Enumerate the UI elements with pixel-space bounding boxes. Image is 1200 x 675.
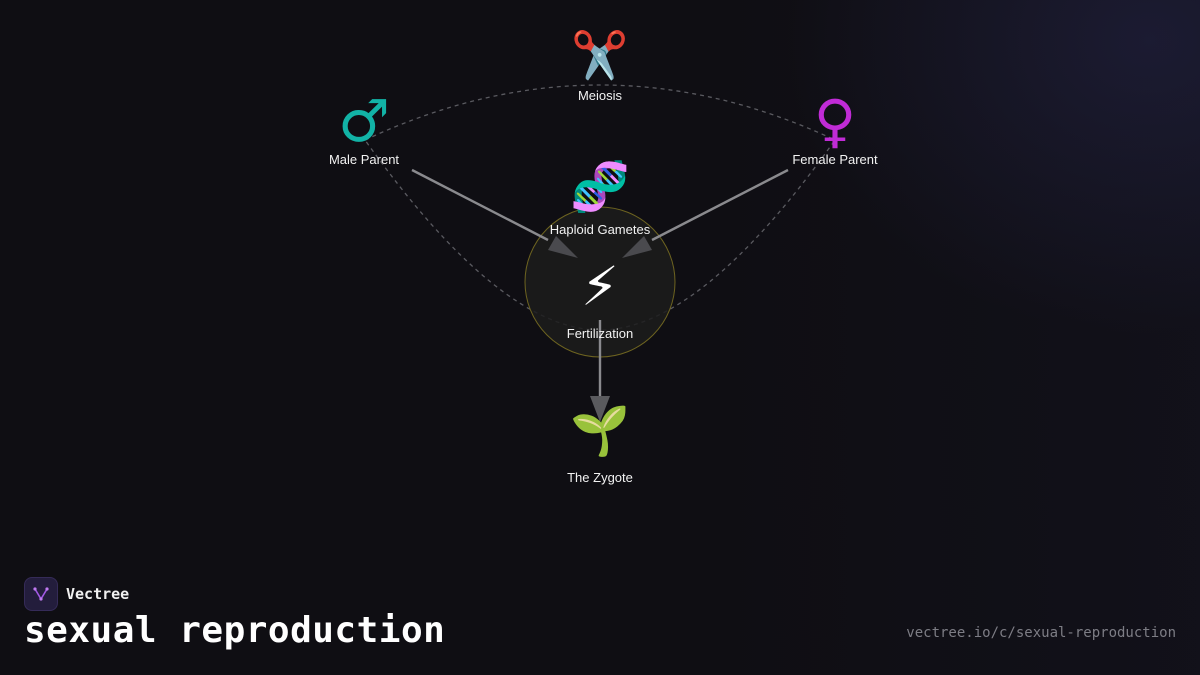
node-male-parent: ♂ Male Parent [264, 92, 464, 167]
vectree-logo-icon[interactable] [24, 577, 58, 611]
arrowhead-female [622, 236, 652, 258]
dna-icon: 🧬 [570, 161, 630, 214]
node-meiosis: ✂️ Meiosis [500, 32, 700, 103]
page-title: sexual reproduction [24, 610, 446, 651]
node-zygote-label: The Zygote [567, 470, 633, 485]
node-haploid-gametes: 🧬 Haploid Gametes [500, 161, 700, 238]
arrowhead-male [548, 236, 578, 258]
page-url[interactable]: vectree.io/c/sexual-reproduction [906, 625, 1176, 641]
node-male-parent-label: Male Parent [328, 152, 400, 167]
arrowhead-zygote [590, 396, 610, 422]
brand: Vectree [24, 577, 129, 611]
seedling-icon: 🌱 [570, 405, 630, 458]
male-symbol-icon: ♂ [338, 87, 390, 155]
brand-name: Vectree [66, 585, 130, 603]
node-zygote: 🌱 The Zygote [500, 405, 700, 486]
node-fertilization-label: Fertilization [566, 326, 634, 341]
arrow-female-to-fertilization [651, 168, 789, 242]
scissors-icon: ✂️ [571, 29, 629, 81]
lightning-icon: ⚡ [581, 257, 619, 317]
node-female-parent: ♀ Female Parent [735, 92, 935, 167]
female-symbol-icon: ♀ [813, 87, 857, 155]
vectree-logo-mark [33, 587, 49, 601]
node-meiosis-label: Meiosis [577, 88, 623, 103]
cycle-dashed-curve [364, 84, 836, 331]
node-haploid-gametes-label: Haploid Gametes [549, 222, 651, 237]
node-fertilization: ⚡ Fertilization [500, 260, 700, 341]
node-female-parent-label: Female Parent [792, 152, 878, 167]
arrow-male-to-fertilization [411, 168, 549, 242]
